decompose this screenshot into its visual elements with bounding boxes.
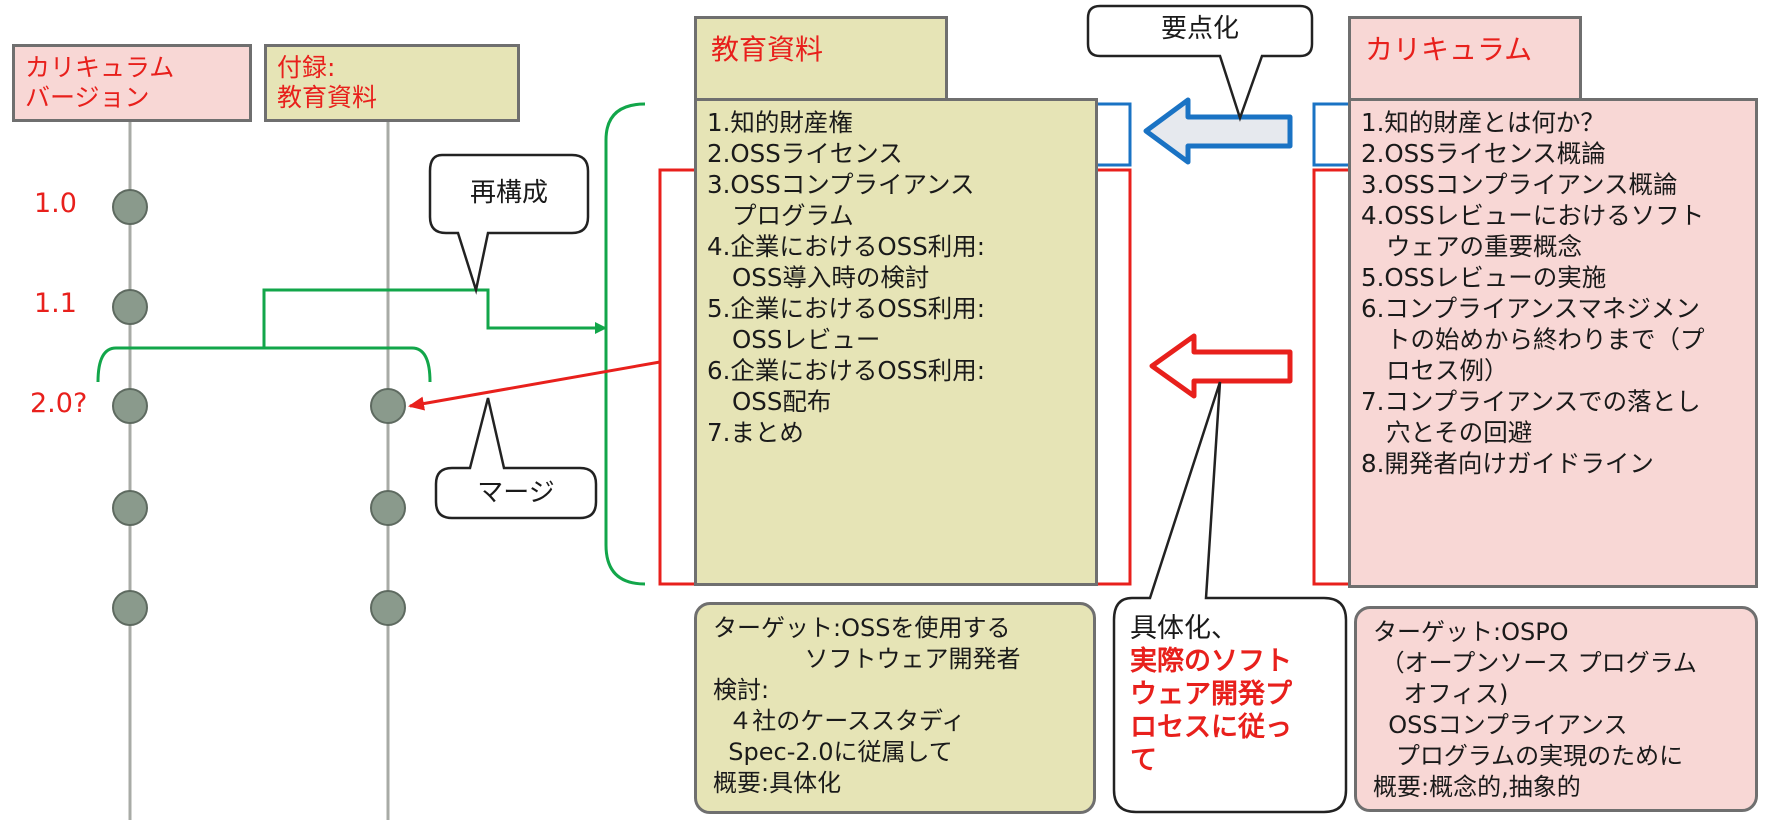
education-material-title: 教育資料	[711, 33, 824, 66]
edu-item-5: 5.企業におけるOSS利用:	[707, 294, 986, 323]
cur-note-line-3: オフィス)	[1373, 680, 1509, 708]
edu-item-4-cont: OSS導入時の検討	[732, 263, 930, 292]
curriculum-version-header: カリキュラム バージョン	[12, 44, 252, 122]
edu-item-2: 2.OSSライセンス	[707, 139, 903, 168]
appendix-line1: 付録:	[277, 53, 336, 82]
node-curriculum-4	[112, 490, 148, 526]
edu-item-5-cont: OSSレビュー	[732, 325, 881, 354]
node-curriculum-1-1	[112, 289, 148, 325]
node-appendix-2-0	[370, 388, 406, 424]
restructure-callout-text: 再構成	[469, 178, 548, 208]
node-appendix-5	[370, 590, 406, 626]
curriculum-title-box: カリキュラム	[1348, 16, 1582, 102]
curriculum-version-line1: カリキュラム	[25, 53, 175, 82]
cur-item-6: 6.コンプライアンスマネジメン	[1361, 294, 1700, 323]
edu-item-1: 1.知的財産権	[707, 108, 853, 137]
cur-item-5: 5.OSSレビューの実施	[1361, 263, 1607, 292]
edu-note-line-6: 概要:具体化	[713, 769, 842, 797]
node-curriculum-2-0	[112, 388, 148, 424]
cur-item-7: 7.コンプライアンスでの落とし	[1361, 387, 1701, 416]
edu-note-line-4: ４社のケーススタディ	[713, 707, 966, 735]
edu-item-7: 7.まとめ	[707, 418, 804, 447]
cur-item-7-cont: 穴とその回避	[1386, 418, 1533, 447]
cur-item-1: 1.知的財産とは何か？	[1361, 108, 1605, 137]
restructure-callout-bubble	[428, 153, 590, 295]
concrete-first-line: 具体化、	[1130, 613, 1238, 644]
cur-item-8: 8.開発者向けガイドライン	[1361, 449, 1654, 478]
concrete-bold-line-1: 実際のソフト	[1130, 646, 1292, 677]
cur-item-2: 2.OSSライセンス概論	[1361, 139, 1606, 168]
node-curriculum-5	[112, 590, 148, 626]
concrete-bold-line-4: て	[1130, 745, 1157, 776]
cur-note-line-5: プログラムの実現のために	[1373, 742, 1684, 770]
concretize-arrow	[1149, 333, 1293, 399]
cur-item-3: 3.OSSコンプライアンス概論	[1361, 170, 1678, 199]
red-brackets	[658, 168, 1348, 586]
education-material-title-box: 教育資料	[694, 16, 948, 102]
cur-item-4-cont: ウェアの重要概念	[1386, 232, 1582, 261]
green-brace-education	[604, 102, 646, 586]
edu-item-6-cont: OSS配布	[732, 387, 832, 416]
education-material-list: 1.知的財産権 2.OSSライセンス 3.OSSコンプライアンス プログラム 4…	[694, 98, 1098, 586]
cur-item-6-cont2: ロセス例）	[1386, 356, 1509, 385]
cur-note-line-4: OSSコンプライアンス	[1373, 711, 1628, 739]
curriculum-title: カリキュラム	[1365, 33, 1533, 66]
appendix-line2: 教育資料	[277, 83, 378, 112]
version-label-1-0: 1.0	[34, 188, 77, 219]
node-appendix-4	[370, 490, 406, 526]
summarize-callout-text: 要点化	[1160, 14, 1239, 44]
blue-brackets	[1096, 102, 1348, 167]
cur-note-line-1: ターゲット:OSPO	[1373, 618, 1569, 646]
cur-note-line-2: （オープンソース プログラム	[1373, 649, 1697, 677]
edu-note-line-1: ターゲット:OSSを使用する	[713, 614, 1011, 642]
curriculum-version-line2: バージョン	[25, 83, 150, 112]
cur-item-4: 4.OSSレビューにおけるソフト	[1361, 201, 1705, 230]
edu-item-6: 6.企業におけるOSS利用:	[707, 356, 986, 385]
appendix-header: 付録: 教育資料	[264, 44, 520, 122]
merge-callout-bubble	[434, 397, 598, 520]
concrete-callout-bubble	[1112, 381, 1348, 814]
summarize-arrow	[1143, 97, 1293, 165]
version-label-1-1: 1.1	[34, 288, 77, 319]
summarize-callout-bubble	[1086, 4, 1314, 122]
edu-item-3: 3.OSSコンプライアンス	[707, 170, 975, 199]
concrete-bold-line-3: ロセスに従っ	[1130, 712, 1292, 743]
edu-item-3-cont: プログラム	[732, 201, 854, 230]
edu-note-line-5: Spec-2.0に従属して	[713, 738, 953, 766]
cur-note-line-6: 概要:概念的,抽象的	[1373, 773, 1581, 801]
green-merge-lines	[96, 102, 646, 586]
curriculum-nodes	[112, 189, 148, 626]
merge-callout-text: マージ	[477, 478, 555, 508]
edu-item-4: 4.企業におけるOSS利用:	[707, 232, 986, 261]
edu-note-line-3: 検討:	[713, 676, 770, 704]
edu-note-line-2: ソフトウェア開発者	[713, 645, 1021, 673]
concrete-bold-line-2: ウェア開発プ	[1130, 679, 1292, 710]
cur-item-6-cont: トの始めから終わりまで（プ	[1386, 325, 1705, 354]
concrete-callout-text: 具体化、 実際のソフト ウェア開発プ ロセスに従っ て	[1114, 602, 1346, 810]
appendix-nodes	[370, 388, 406, 626]
education-note-box: ターゲット:OSSを使用する ソフトウェア開発者 検討: ４社のケーススタディ …	[694, 602, 1096, 814]
red-merge-arrow	[408, 360, 661, 411]
curriculum-note-box: ターゲット:OSPO （オープンソース プログラム オフィス) OSSコンプライ…	[1354, 606, 1758, 812]
version-label-2-0: 2.0?	[30, 388, 88, 419]
node-curriculum-1-0	[112, 189, 148, 225]
curriculum-list: 1.知的財産とは何か？ 2.OSSライセンス概論 3.OSSコンプライアンス概論…	[1348, 98, 1758, 588]
